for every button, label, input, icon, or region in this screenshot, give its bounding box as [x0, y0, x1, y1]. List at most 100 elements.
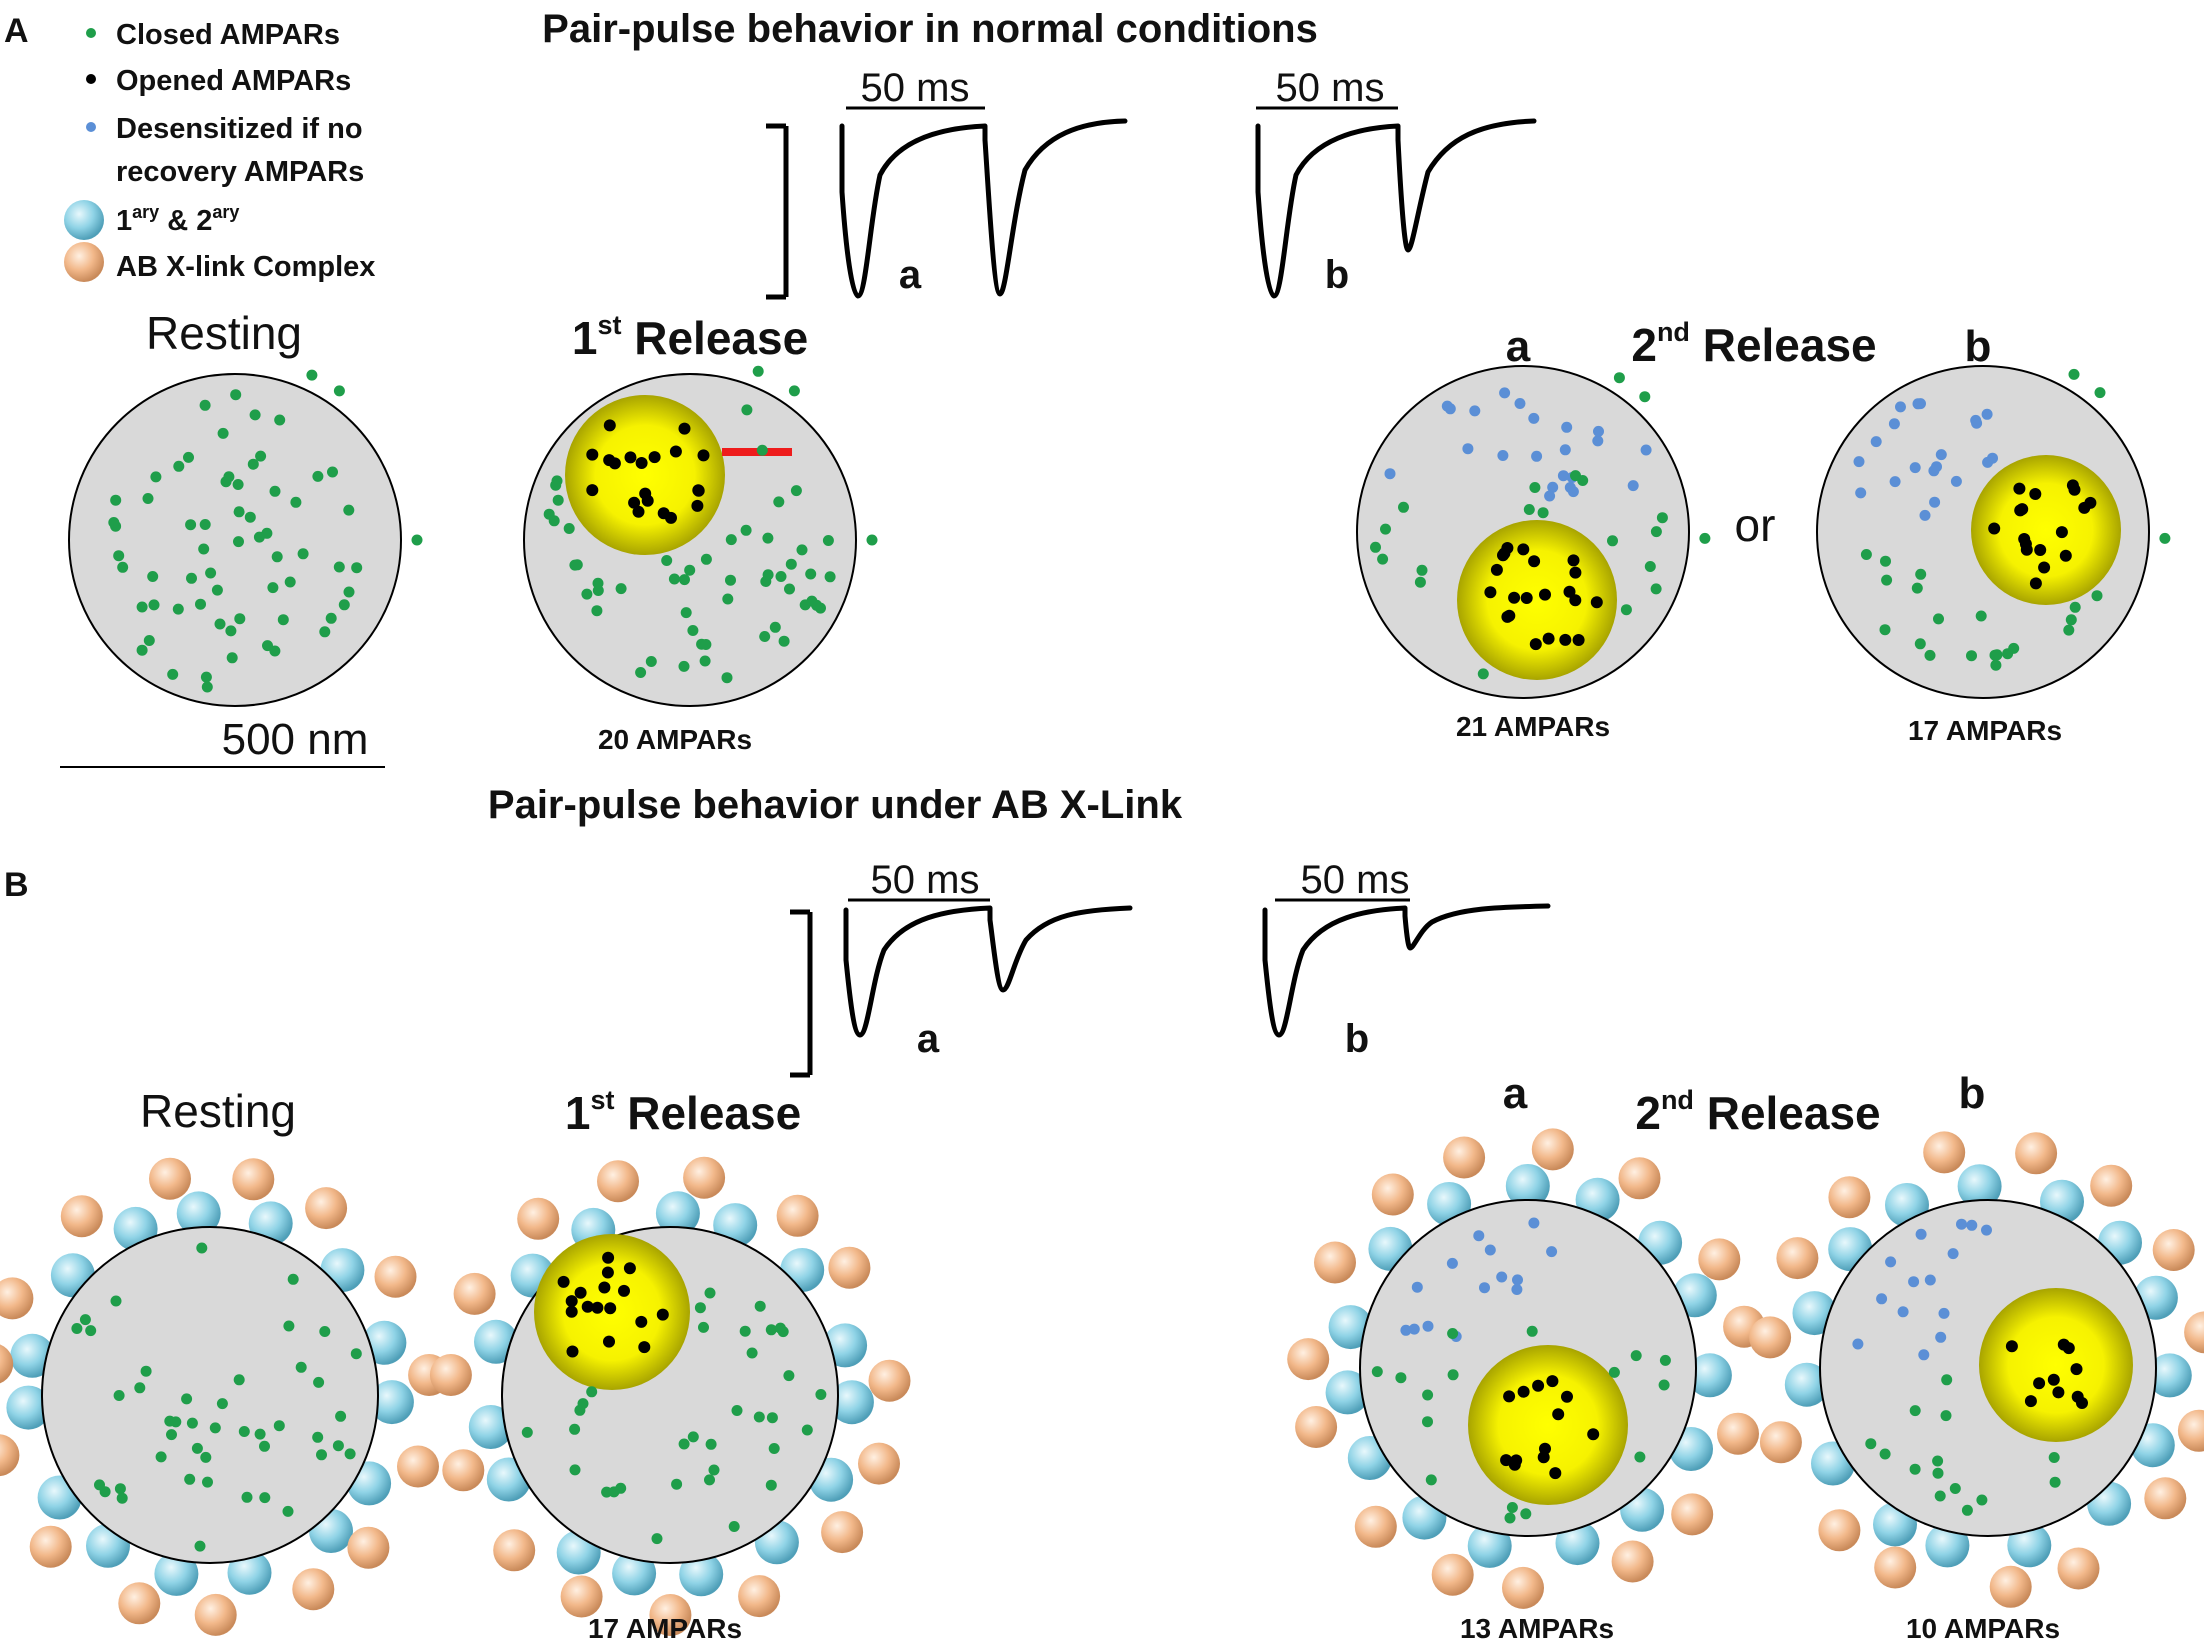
- desensitized-ampar: [1889, 476, 1901, 488]
- closed-ampar: [2065, 614, 2077, 626]
- closed-ampar: [678, 660, 690, 672]
- closed-ampar: [1659, 1354, 1671, 1366]
- closed-ampar: [191, 1442, 203, 1454]
- closed-ampar: [200, 1451, 212, 1463]
- closed-ampar: [194, 1540, 206, 1552]
- closed-ampar: [225, 625, 237, 637]
- closed-ampar: [241, 1491, 253, 1503]
- opened-ampar: [656, 1308, 669, 1321]
- closed-ampar: [136, 644, 148, 656]
- desensitized-ampar: [1512, 1274, 1523, 1286]
- ab-xlink-complex-sphere: [1828, 1176, 1871, 1219]
- closed-ampar: [411, 534, 423, 546]
- antibody-sphere: [369, 1380, 414, 1425]
- opened-ampar: [2057, 1338, 2070, 1351]
- panel-a-letter: A: [4, 12, 29, 50]
- closed-ampar: [1650, 526, 1662, 538]
- closed-ampar: [785, 558, 797, 570]
- desensitized-ampar: [1446, 1257, 1458, 1269]
- closed-ampar: [725, 574, 736, 586]
- closed-ampar: [778, 635, 790, 647]
- desensitized-ampar: [1496, 1271, 1508, 1283]
- closed-ampar: [1371, 1366, 1383, 1378]
- desensitized-ampar: [1593, 425, 1604, 437]
- ab-xlink-complex-sphere: [442, 1449, 485, 1492]
- opened-ampar: [2019, 538, 2032, 550]
- ab-xlink-complex-sphere: [597, 1160, 639, 1203]
- antibody-sphere: [1325, 1370, 1370, 1415]
- closed-ampar: [233, 536, 244, 548]
- antibody-sphere: [1925, 1523, 1970, 1568]
- desensitized-ampar: [1640, 444, 1652, 456]
- b-time-label-a: 50 ms: [871, 858, 980, 902]
- desensitized-ampar: [1400, 1324, 1412, 1336]
- desensitized-ampar: [1484, 1244, 1496, 1256]
- desensitized-ampar: [1870, 436, 1882, 448]
- closed-ampar: [684, 564, 696, 576]
- closed-ampar: [762, 532, 774, 544]
- opened-ampar: [618, 1284, 630, 1297]
- closed-ampar: [1607, 535, 1618, 547]
- a-time-label-a: 50 ms: [861, 66, 970, 110]
- opened-ampar: [2038, 561, 2051, 574]
- ab-xlink-complex-sphere: [2184, 1311, 2204, 1354]
- closed-ampar: [113, 1390, 125, 1401]
- closed-ampar: [351, 562, 363, 574]
- ab-xlink-complex-sphere: [149, 1157, 191, 1200]
- opened-ampar: [566, 1345, 579, 1358]
- closed-ampar: [267, 582, 279, 594]
- opened-ampar: [1484, 586, 1497, 599]
- closed-ampar: [741, 404, 753, 416]
- b-trace-a-label: a: [917, 1017, 940, 1061]
- opened-ampar: [2047, 1373, 2060, 1386]
- desensitized-ampar: [1981, 1224, 1992, 1236]
- opened-ampar: [1546, 1375, 1559, 1388]
- b-time-label-b: 50 ms: [1301, 858, 1410, 902]
- desensitized-ampar: [1559, 444, 1571, 456]
- closed-ampar: [297, 548, 309, 560]
- closed-ampar: [71, 1323, 83, 1334]
- closed-ampar: [148, 599, 160, 611]
- closed-ampar: [551, 475, 563, 487]
- desensitized-ampar: [1469, 405, 1481, 417]
- closed-ampar: [195, 598, 206, 610]
- antibody-sphere: [176, 1191, 221, 1236]
- release-site: [1979, 1288, 2133, 1442]
- ab-xlink-complex-sphere: [1671, 1493, 1714, 1536]
- desensitized-ampar: [1408, 1323, 1420, 1335]
- b-resting-synapse: [0, 1157, 451, 1636]
- closed-ampar: [134, 1382, 146, 1394]
- b-resting-label: Resting: [140, 1085, 296, 1137]
- closed-ampar: [1914, 638, 1926, 650]
- closed-ampar: [1991, 649, 2003, 661]
- opened-ampar: [2066, 479, 2079, 492]
- closed-ampar: [1634, 1451, 1646, 1463]
- desensitized-ampar: [1918, 1349, 1930, 1361]
- ab-xlink-complex-sphere: [1759, 1421, 1802, 1464]
- closed-ampar: [1940, 1410, 1952, 1422]
- closed-ampar: [332, 1440, 344, 1452]
- release-site: [1468, 1345, 1628, 1505]
- closed-ampar: [722, 593, 734, 605]
- ab-xlink-complex-sphere: [1618, 1157, 1661, 1200]
- closed-ampar: [1699, 532, 1711, 544]
- ab-xlink-complex-sphere: [683, 1156, 726, 1199]
- closed-ampar: [114, 1483, 126, 1495]
- opened-ampar: [1490, 563, 1503, 576]
- opened-ampar: [638, 1341, 651, 1354]
- closed-ampar: [548, 515, 560, 527]
- legend-desensitized-line2: recovery AMPARs: [116, 156, 364, 188]
- b-second-release-synapse-a: [1287, 1128, 1766, 1609]
- closed-ampar: [230, 389, 242, 401]
- ab-xlink-complex-sphere: [118, 1582, 161, 1625]
- desensitized-ampar: [1888, 418, 1900, 430]
- closed-ampar: [2159, 532, 2171, 544]
- closed-ampar: [1416, 564, 1428, 576]
- closed-ampar: [254, 1428, 266, 1440]
- ab-xlink-complex-sphere: [1776, 1237, 1819, 1280]
- a-resting-synapse: [68, 369, 423, 707]
- closed-ampar: [1933, 613, 1944, 625]
- closed-ampar: [183, 451, 194, 463]
- opened-ampar: [591, 1301, 604, 1314]
- a-trace-b-path: [1255, 118, 1537, 299]
